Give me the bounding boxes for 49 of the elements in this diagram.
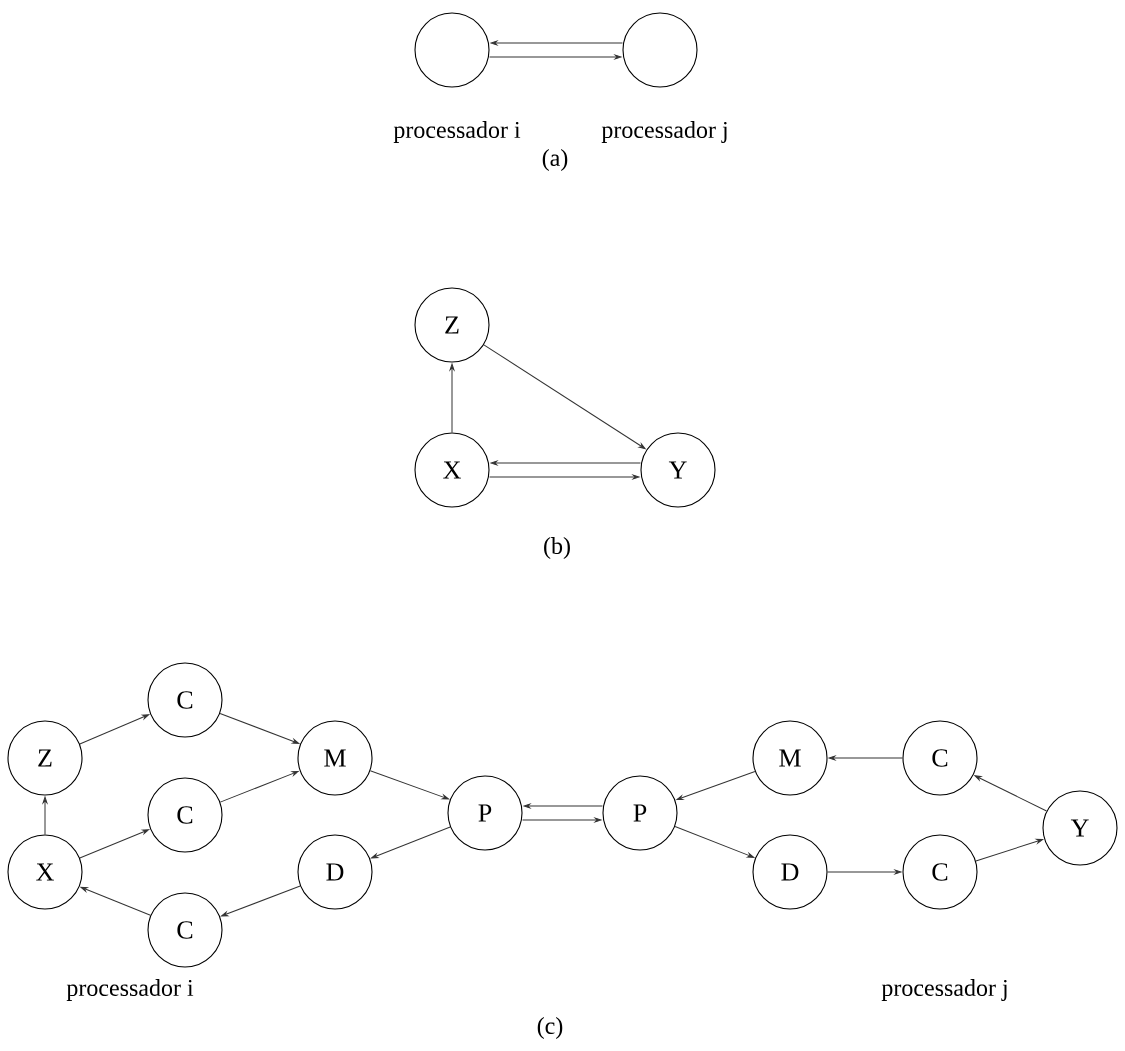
group-caption: processador i: [66, 979, 194, 1001]
arrow: [489, 54, 622, 60]
circle-node: C: [902, 834, 978, 910]
circle-node: C: [147, 777, 223, 853]
arrow: [449, 363, 455, 433]
circle-node: Y: [1042, 790, 1118, 866]
circle-node: Y: [640, 432, 716, 508]
arrow: [674, 825, 755, 858]
arrow: [219, 770, 299, 803]
circle-node: P: [602, 775, 678, 851]
arrow: [483, 344, 646, 450]
arrow: [676, 770, 756, 801]
empty-circle: [414, 12, 490, 88]
arrow: [42, 796, 48, 835]
circle-node: M: [297, 720, 373, 796]
panel-label: (a): [542, 149, 568, 171]
arrow: [221, 885, 301, 917]
arrow: [490, 460, 641, 466]
panel-label: (b): [544, 537, 570, 559]
panel-label: (c): [537, 1017, 563, 1039]
arrow: [523, 803, 603, 809]
circle-node: C: [902, 720, 978, 796]
circle-node: Z: [7, 720, 83, 796]
arrow: [828, 755, 903, 761]
arrow: [79, 714, 150, 745]
circle-node: P: [447, 775, 523, 851]
arrow: [490, 40, 623, 46]
arrow: [974, 775, 1048, 812]
arrow: [219, 712, 300, 744]
arrow: [489, 474, 640, 480]
arrow: [79, 829, 150, 859]
node-caption: processador i: [393, 121, 521, 143]
group-caption: processador j: [881, 979, 1007, 1001]
arrow: [80, 886, 151, 916]
arrow: [827, 869, 902, 875]
empty-circle: [622, 12, 698, 88]
circle-node: C: [147, 892, 223, 968]
circle-node: Z: [414, 287, 490, 363]
circle-node: D: [752, 834, 828, 910]
arrow: [369, 770, 449, 800]
arrow: [522, 817, 602, 823]
circle-node: X: [414, 432, 490, 508]
circle-node: X: [7, 834, 83, 910]
arrow: [975, 838, 1044, 862]
arrow: [371, 826, 451, 859]
circle-node: C: [147, 662, 223, 738]
circle-node: D: [297, 834, 373, 910]
node-caption: processador j: [601, 121, 727, 143]
circle-node: M: [752, 720, 828, 796]
